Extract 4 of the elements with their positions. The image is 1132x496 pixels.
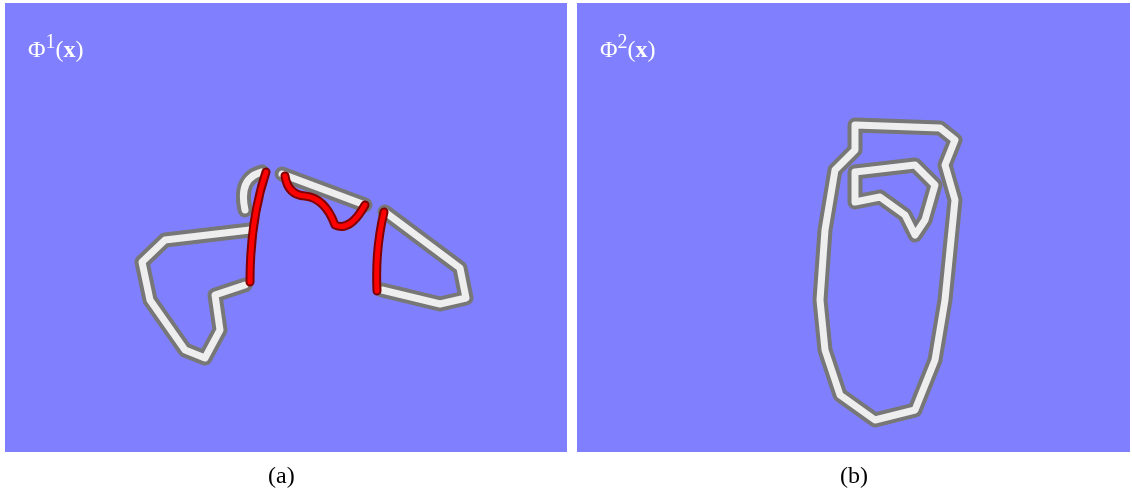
subfigure-caption: (b) — [840, 462, 868, 489]
subfigure-caption: (a) — [268, 462, 295, 489]
panel-label: Φ$^{2}$(x) — [600, 30, 656, 63]
panel-label: Φ$^{1}$(x) — [28, 30, 84, 63]
